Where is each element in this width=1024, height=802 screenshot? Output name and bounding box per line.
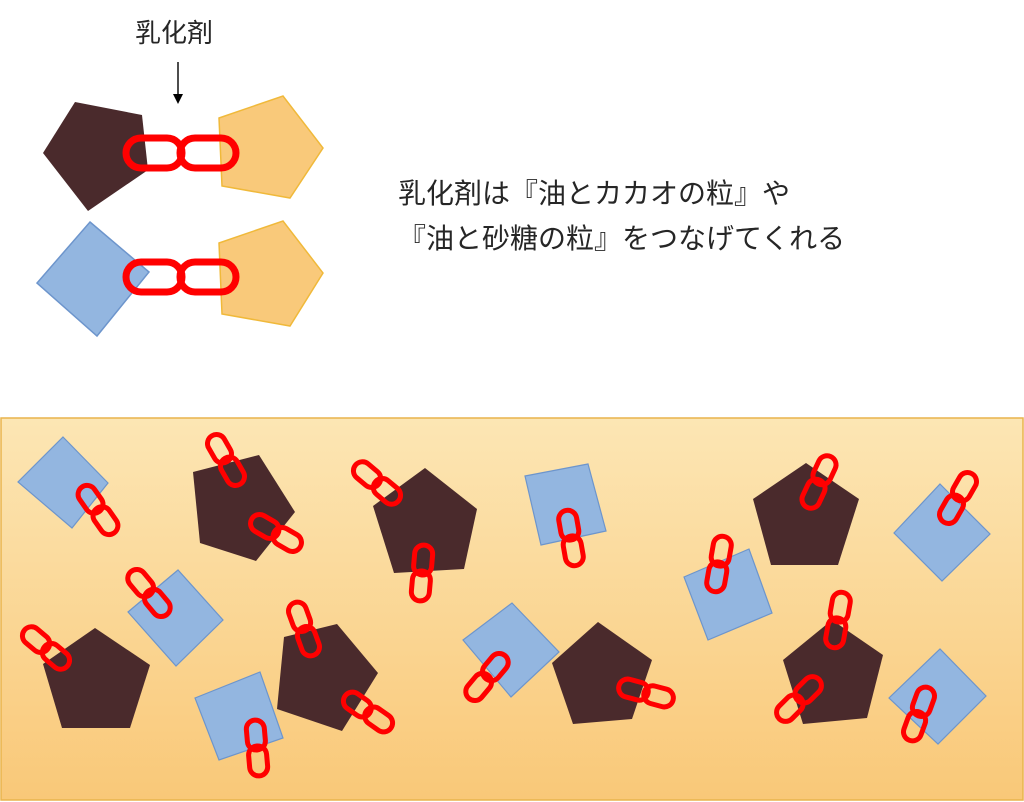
mixture-particles xyxy=(17,432,991,779)
emulsifier-chain xyxy=(463,650,511,704)
sugar-particle xyxy=(893,483,991,582)
emulsifier-chain xyxy=(340,689,396,735)
emulsifier-label: 乳化剤 xyxy=(135,19,213,49)
emulsifier-chain xyxy=(19,624,73,672)
cacao-particle xyxy=(43,628,150,728)
emulsifier-chain xyxy=(799,453,839,511)
oil-particle xyxy=(218,95,324,199)
cacao-particle xyxy=(43,102,148,211)
emulsifier-chain xyxy=(774,674,824,724)
emulsifier-chain xyxy=(122,258,240,296)
description-line-1: 乳化剤は『油とカカオの粒』や xyxy=(398,177,790,210)
emulsifier-chain xyxy=(205,432,247,488)
description-line-2: 『油と砂糖の粒』をつなげてくれる xyxy=(398,222,845,255)
emulsifier-chain xyxy=(704,533,734,595)
emulsifier-chain xyxy=(286,599,322,659)
sugar-particle xyxy=(524,463,607,546)
emulsifier-chain xyxy=(125,566,173,620)
emulsifier-chain xyxy=(408,542,436,604)
emulsifier-chain xyxy=(75,482,121,538)
sugar-particle xyxy=(194,671,284,761)
cacao-particle xyxy=(193,455,295,561)
emulsifier-chain xyxy=(122,134,240,172)
cacao-particle xyxy=(783,620,883,724)
pointer-arrow xyxy=(173,62,183,104)
emulsifier-chain xyxy=(243,717,271,779)
sugar-particle xyxy=(35,220,151,338)
oil-particle xyxy=(218,220,324,327)
emulsifier-chain xyxy=(901,684,937,744)
cacao-particle xyxy=(753,463,859,565)
emulsifier-chain xyxy=(350,459,404,507)
emulsifier-chain xyxy=(556,507,586,569)
emulsifier-chain xyxy=(823,589,853,651)
emulsifier-chain xyxy=(248,512,304,554)
emulsifier-chain xyxy=(937,470,979,526)
emulsifier-chain xyxy=(616,676,676,710)
